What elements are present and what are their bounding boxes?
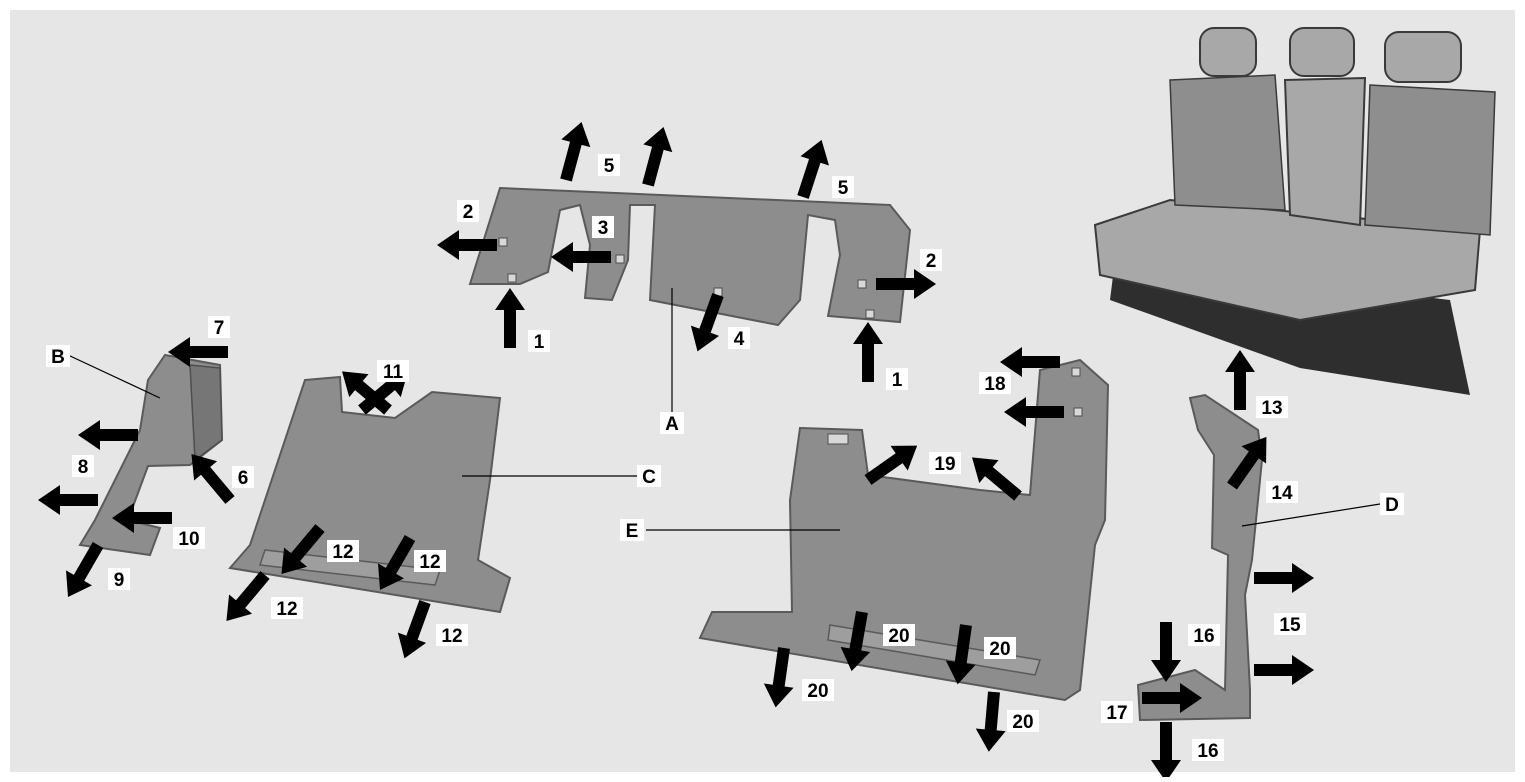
label-2-right: 2 — [926, 251, 937, 272]
callout-line-b — [67, 354, 161, 399]
label-b: B — [51, 347, 65, 368]
label-20-b: 20 — [989, 639, 1010, 660]
label-20-c: 20 — [807, 681, 828, 702]
label-17: 17 — [1106, 703, 1127, 724]
callout-line-d — [1241, 503, 1381, 527]
label-5-right: 5 — [838, 178, 849, 199]
label-10: 10 — [178, 529, 199, 550]
label-3: 3 — [598, 218, 609, 239]
label-18: 18 — [984, 374, 1005, 395]
label-19: 19 — [934, 454, 955, 475]
label-14: 14 — [1271, 483, 1293, 504]
label-16-top: 16 — [1193, 626, 1214, 647]
rear-bench-seat — [1093, 27, 1496, 395]
label-16-bottom: 16 — [1197, 741, 1218, 762]
trim-panel-a — [468, 186, 912, 327]
label-1-left: 1 — [534, 332, 545, 353]
label-c: C — [642, 467, 656, 488]
label-20-a: 20 — [888, 626, 909, 647]
label-4: 4 — [734, 329, 745, 350]
label-15: 15 — [1279, 615, 1301, 636]
label-2-left: 2 — [463, 202, 474, 223]
label-12-a: 12 — [332, 542, 353, 563]
label-12-c: 12 — [276, 599, 297, 620]
label-1-right: 1 — [892, 370, 903, 391]
label-e: E — [626, 521, 639, 542]
label-13: 13 — [1261, 398, 1282, 419]
letter-labels: A B C D E — [46, 345, 1404, 542]
label-6: 6 — [238, 468, 249, 489]
label-9: 9 — [114, 570, 125, 591]
label-11: 11 — [383, 362, 404, 383]
number-labels: 2 3 5 5 1 4 2 1 7 8 6 10 9 11 12 12 12 1… — [72, 154, 1306, 762]
label-20-d: 20 — [1012, 712, 1033, 733]
label-d: D — [1385, 495, 1399, 516]
label-a: A — [665, 414, 679, 435]
label-7: 7 — [214, 318, 225, 339]
label-12-d: 12 — [441, 626, 462, 647]
label-5-left: 5 — [604, 156, 615, 177]
trim-panel-e — [698, 358, 1110, 702]
label-8: 8 — [78, 457, 89, 478]
label-12-b: 12 — [419, 552, 440, 573]
